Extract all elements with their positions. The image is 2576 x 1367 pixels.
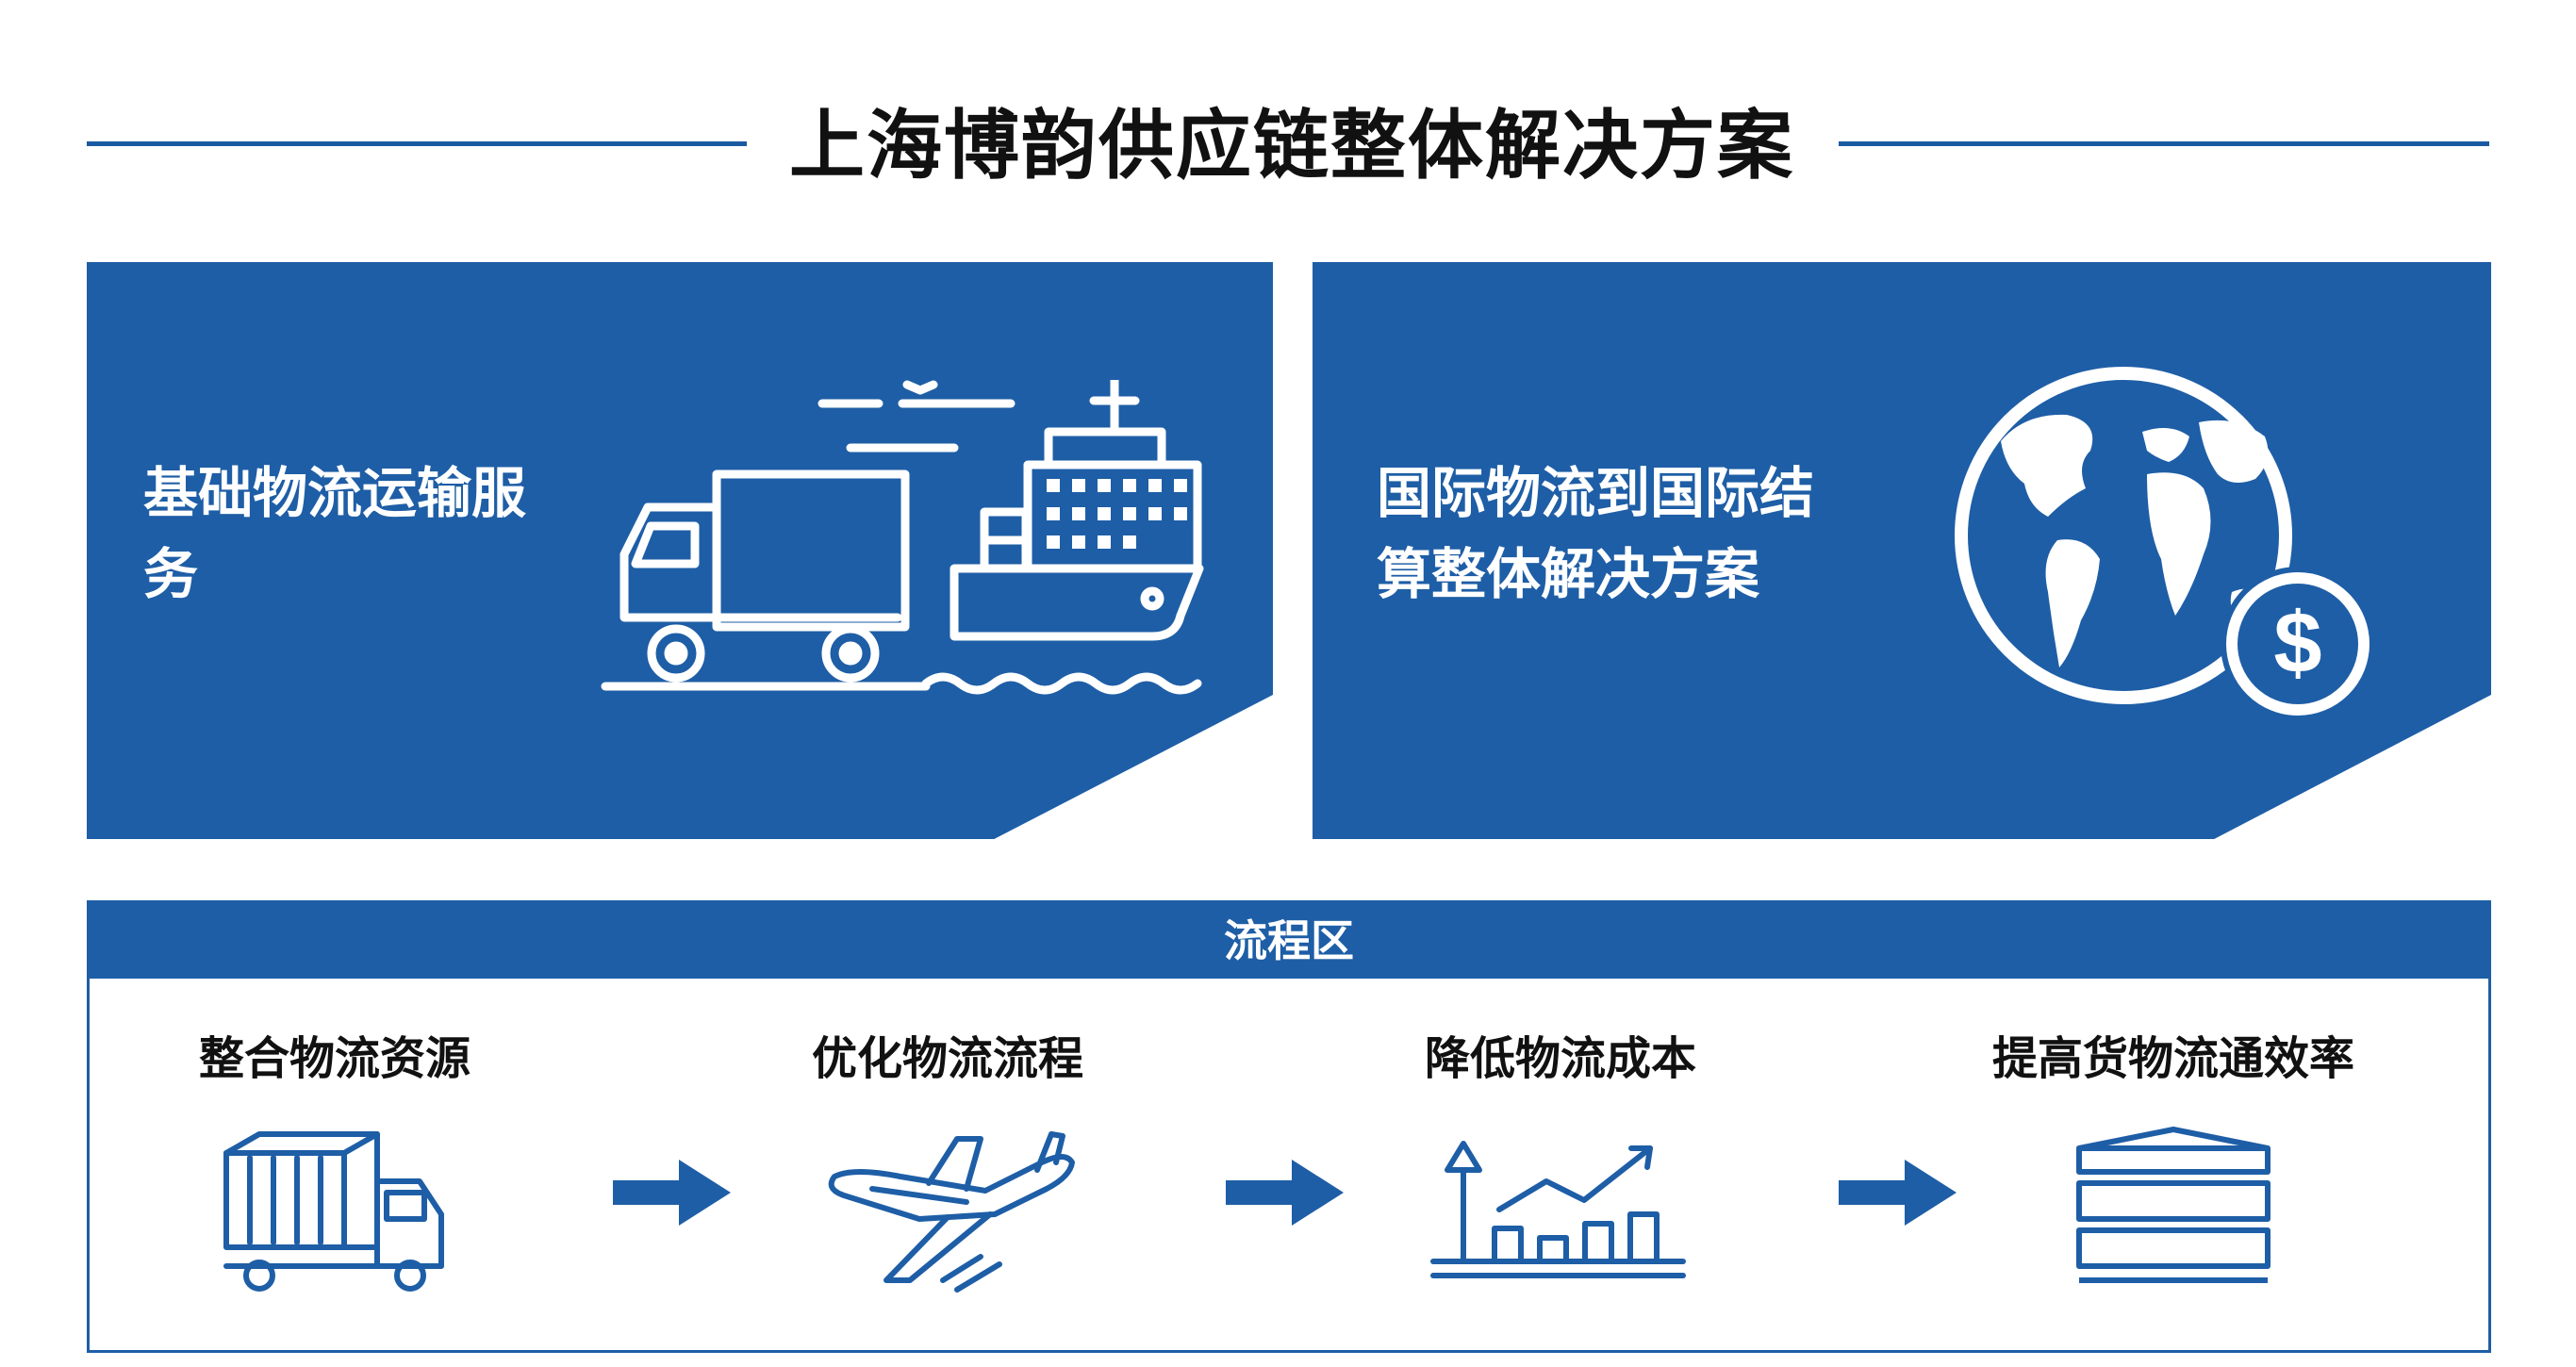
- process-step-2: 优化物流流程: [702, 1030, 1193, 1294]
- panel-logistics: 基础物流运输服务: [87, 262, 1273, 839]
- airplane-icon: [828, 1131, 1075, 1293]
- process-step-1: 整合物流资源: [90, 1030, 580, 1294]
- process-header: 流程区: [90, 903, 2488, 979]
- step-label-4: 提高货物流通效率: [1991, 1032, 2354, 1085]
- step-label-2: 优化物流流程: [811, 1032, 1083, 1085]
- title-line-right: [1839, 141, 2489, 146]
- panel-international-label: 国际物流到国际结算整体解决方案: [1377, 461, 1815, 606]
- arrow-icon-3: [1839, 1160, 1957, 1226]
- svg-text:$: $: [2273, 595, 2321, 691]
- process-step-3: 降低物流成本: [1315, 1030, 1806, 1294]
- panel-international: 国际物流到国际结算整体解决方案 $: [1313, 262, 2491, 839]
- arrow-icon-2: [1226, 1160, 1344, 1226]
- panel-logistics-label: 基础物流运输服务: [143, 461, 527, 606]
- container-truck-icon: [223, 1131, 444, 1292]
- title-line-left: [87, 141, 747, 146]
- arrow-icon-1: [613, 1160, 731, 1226]
- process-step-4: 提高货物流通效率: [1928, 1030, 2419, 1294]
- step-label-1: 整合物流资源: [198, 1032, 471, 1085]
- process-section: 流程区 整合物流资源 优化物流流程: [87, 900, 2491, 1353]
- truck-ship-icon: [601, 380, 1204, 695]
- globe-dollar-icon: $: [1955, 367, 2375, 721]
- chart-growth-icon: [1430, 1141, 1686, 1278]
- step-label-3: 降低物流成本: [1424, 1032, 1696, 1085]
- stacked-layers-icon: [2076, 1127, 2271, 1283]
- page-title: 上海博韵供应链整体解决方案: [789, 102, 1794, 189]
